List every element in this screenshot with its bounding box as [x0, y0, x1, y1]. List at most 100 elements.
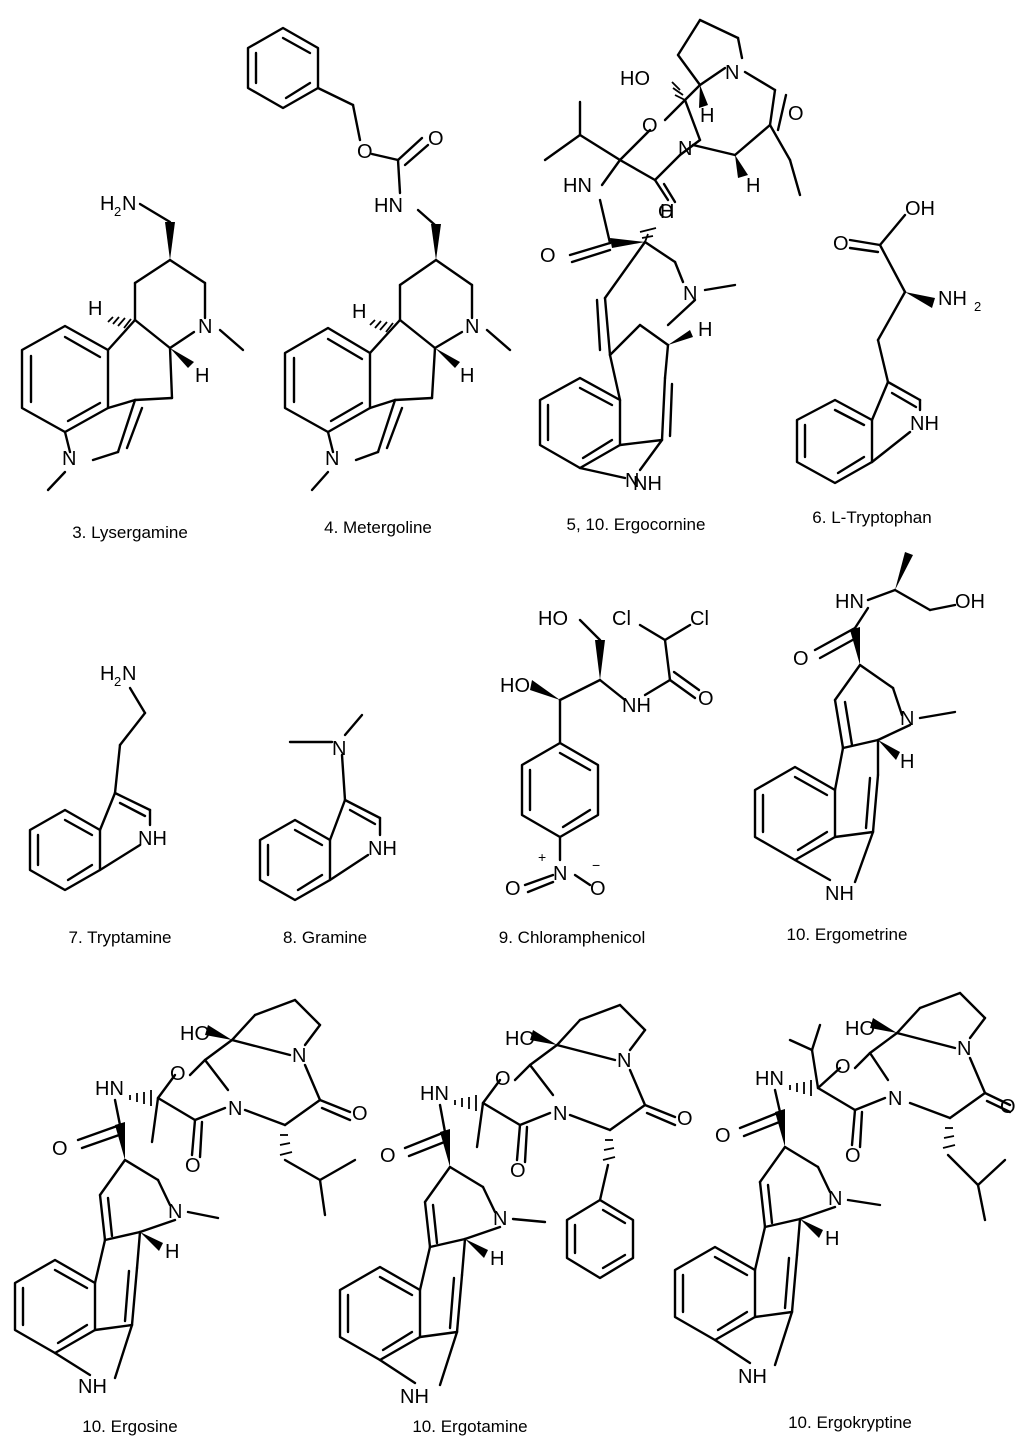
svg-text:N: N: [683, 283, 697, 305]
caption-3: 3. Lysergamine: [72, 523, 188, 542]
svg-text:OH: OH: [905, 198, 935, 220]
svg-text:O: O: [788, 103, 804, 125]
caption-10d: 10. Ergokryptine: [788, 1413, 912, 1432]
svg-text:H: H: [165, 1241, 179, 1263]
svg-text:O: O: [357, 141, 373, 163]
compound-10-ergotamine: NH N H O HN O O N H: [338, 1003, 693, 1408]
caption-4: 4. Metergoline: [324, 518, 432, 537]
svg-text:N: N: [122, 193, 136, 215]
svg-text:NH: NH: [78, 1376, 107, 1398]
compound-4-metergoline: O O HN N H H N: [246, 26, 512, 492]
svg-text:N: N: [332, 738, 346, 760]
svg-text:N: N: [228, 1098, 242, 1120]
svg-text:O: O: [715, 1125, 731, 1147]
svg-text:HN: HN: [755, 1068, 784, 1090]
svg-text:HO: HO: [620, 68, 650, 90]
compound-10-ergosine: NH N H O HN O O N H: [13, 998, 368, 1398]
svg-text:H: H: [88, 298, 102, 320]
svg-text:Cl: Cl: [690, 608, 709, 630]
svg-text:NH: NH: [138, 828, 167, 850]
svg-text:+: +: [538, 849, 546, 865]
svg-text:2: 2: [974, 299, 981, 314]
svg-text:H: H: [700, 105, 714, 127]
svg-text:N: N: [292, 1045, 306, 1067]
svg-text:2: 2: [114, 204, 121, 219]
svg-text:N: N: [62, 448, 76, 470]
svg-text:H: H: [660, 201, 674, 223]
svg-text:O: O: [52, 1138, 68, 1160]
svg-text:O: O: [642, 115, 658, 137]
caption-9: 9. Chloramphenicol: [499, 928, 645, 947]
svg-text:H: H: [825, 1228, 839, 1250]
svg-text:N: N: [957, 1038, 971, 1060]
svg-text:HO: HO: [538, 608, 568, 630]
svg-text:N: N: [625, 470, 639, 492]
svg-text:N: N: [888, 1088, 902, 1110]
svg-text:H: H: [352, 301, 366, 323]
svg-text:HN: HN: [835, 591, 864, 613]
svg-text:NH: NH: [738, 1366, 767, 1388]
svg-text:O: O: [698, 688, 714, 710]
svg-text:N: N: [553, 1103, 567, 1125]
compound-6-tryptophan: NH NH 2 O OH: [795, 198, 981, 485]
svg-text:N: N: [678, 138, 692, 160]
svg-text:H: H: [746, 175, 760, 197]
caption-7: 7. Tryptamine: [69, 928, 172, 947]
svg-text:N: N: [900, 708, 914, 730]
svg-text:H: H: [460, 365, 474, 387]
svg-text:O: O: [590, 878, 606, 900]
svg-text:N: N: [617, 1050, 631, 1072]
svg-text:OH: OH: [955, 591, 985, 613]
svg-text:O: O: [428, 128, 444, 150]
svg-text:N: N: [553, 863, 567, 885]
caption-5: 5, 10. Ergocornine: [567, 515, 706, 534]
svg-text:HN: HN: [374, 195, 403, 217]
svg-text:O: O: [1000, 1096, 1016, 1118]
compound-10-ergometrine: NH N H O HN OH: [753, 552, 985, 905]
svg-text:N: N: [198, 316, 212, 338]
svg-text:H: H: [100, 193, 114, 215]
svg-text:O: O: [495, 1068, 511, 1090]
svg-text:O: O: [835, 1056, 851, 1078]
svg-text:2: 2: [114, 674, 121, 689]
svg-text:H: H: [195, 365, 209, 387]
svg-text:NH: NH: [400, 1386, 429, 1408]
svg-text:O: O: [677, 1108, 693, 1130]
compound-5-ergocornine: N NH N H O HN H O O: [538, 18, 804, 495]
svg-text:NH: NH: [622, 695, 651, 717]
svg-text:HN: HN: [95, 1078, 124, 1100]
svg-text:NH: NH: [938, 288, 967, 310]
caption-10c: 10. Ergotamine: [412, 1417, 527, 1436]
svg-text:O: O: [170, 1063, 186, 1085]
svg-text:H: H: [698, 319, 712, 341]
svg-text:N: N: [325, 448, 339, 470]
svg-text:O: O: [845, 1145, 861, 1167]
svg-text:H: H: [100, 663, 114, 685]
svg-text:H: H: [900, 751, 914, 773]
svg-text:O: O: [185, 1155, 201, 1177]
svg-text:O: O: [380, 1145, 396, 1167]
svg-text:N: N: [725, 62, 739, 84]
svg-text:N: N: [828, 1188, 842, 1210]
svg-text:O: O: [352, 1103, 368, 1125]
svg-text:HO: HO: [845, 1018, 875, 1040]
caption-6: 6. L-Tryptophan: [812, 508, 931, 527]
svg-text:N: N: [465, 316, 479, 338]
svg-text:Cl: Cl: [612, 608, 631, 630]
svg-text:N: N: [122, 663, 136, 685]
svg-text:HO: HO: [180, 1023, 210, 1045]
svg-text:NH: NH: [368, 838, 397, 860]
svg-text:NH: NH: [825, 883, 854, 905]
caption-10b: 10. Ergosine: [82, 1417, 177, 1436]
svg-text:O: O: [833, 233, 849, 255]
compound-8-gramine: NH N: [258, 713, 397, 902]
svg-text:H: H: [490, 1248, 504, 1270]
svg-text:HO: HO: [500, 675, 530, 697]
svg-text:HN: HN: [420, 1083, 449, 1105]
caption-8: 8. Gramine: [283, 928, 367, 947]
svg-text:NH: NH: [910, 413, 939, 435]
svg-text:O: O: [510, 1160, 526, 1182]
